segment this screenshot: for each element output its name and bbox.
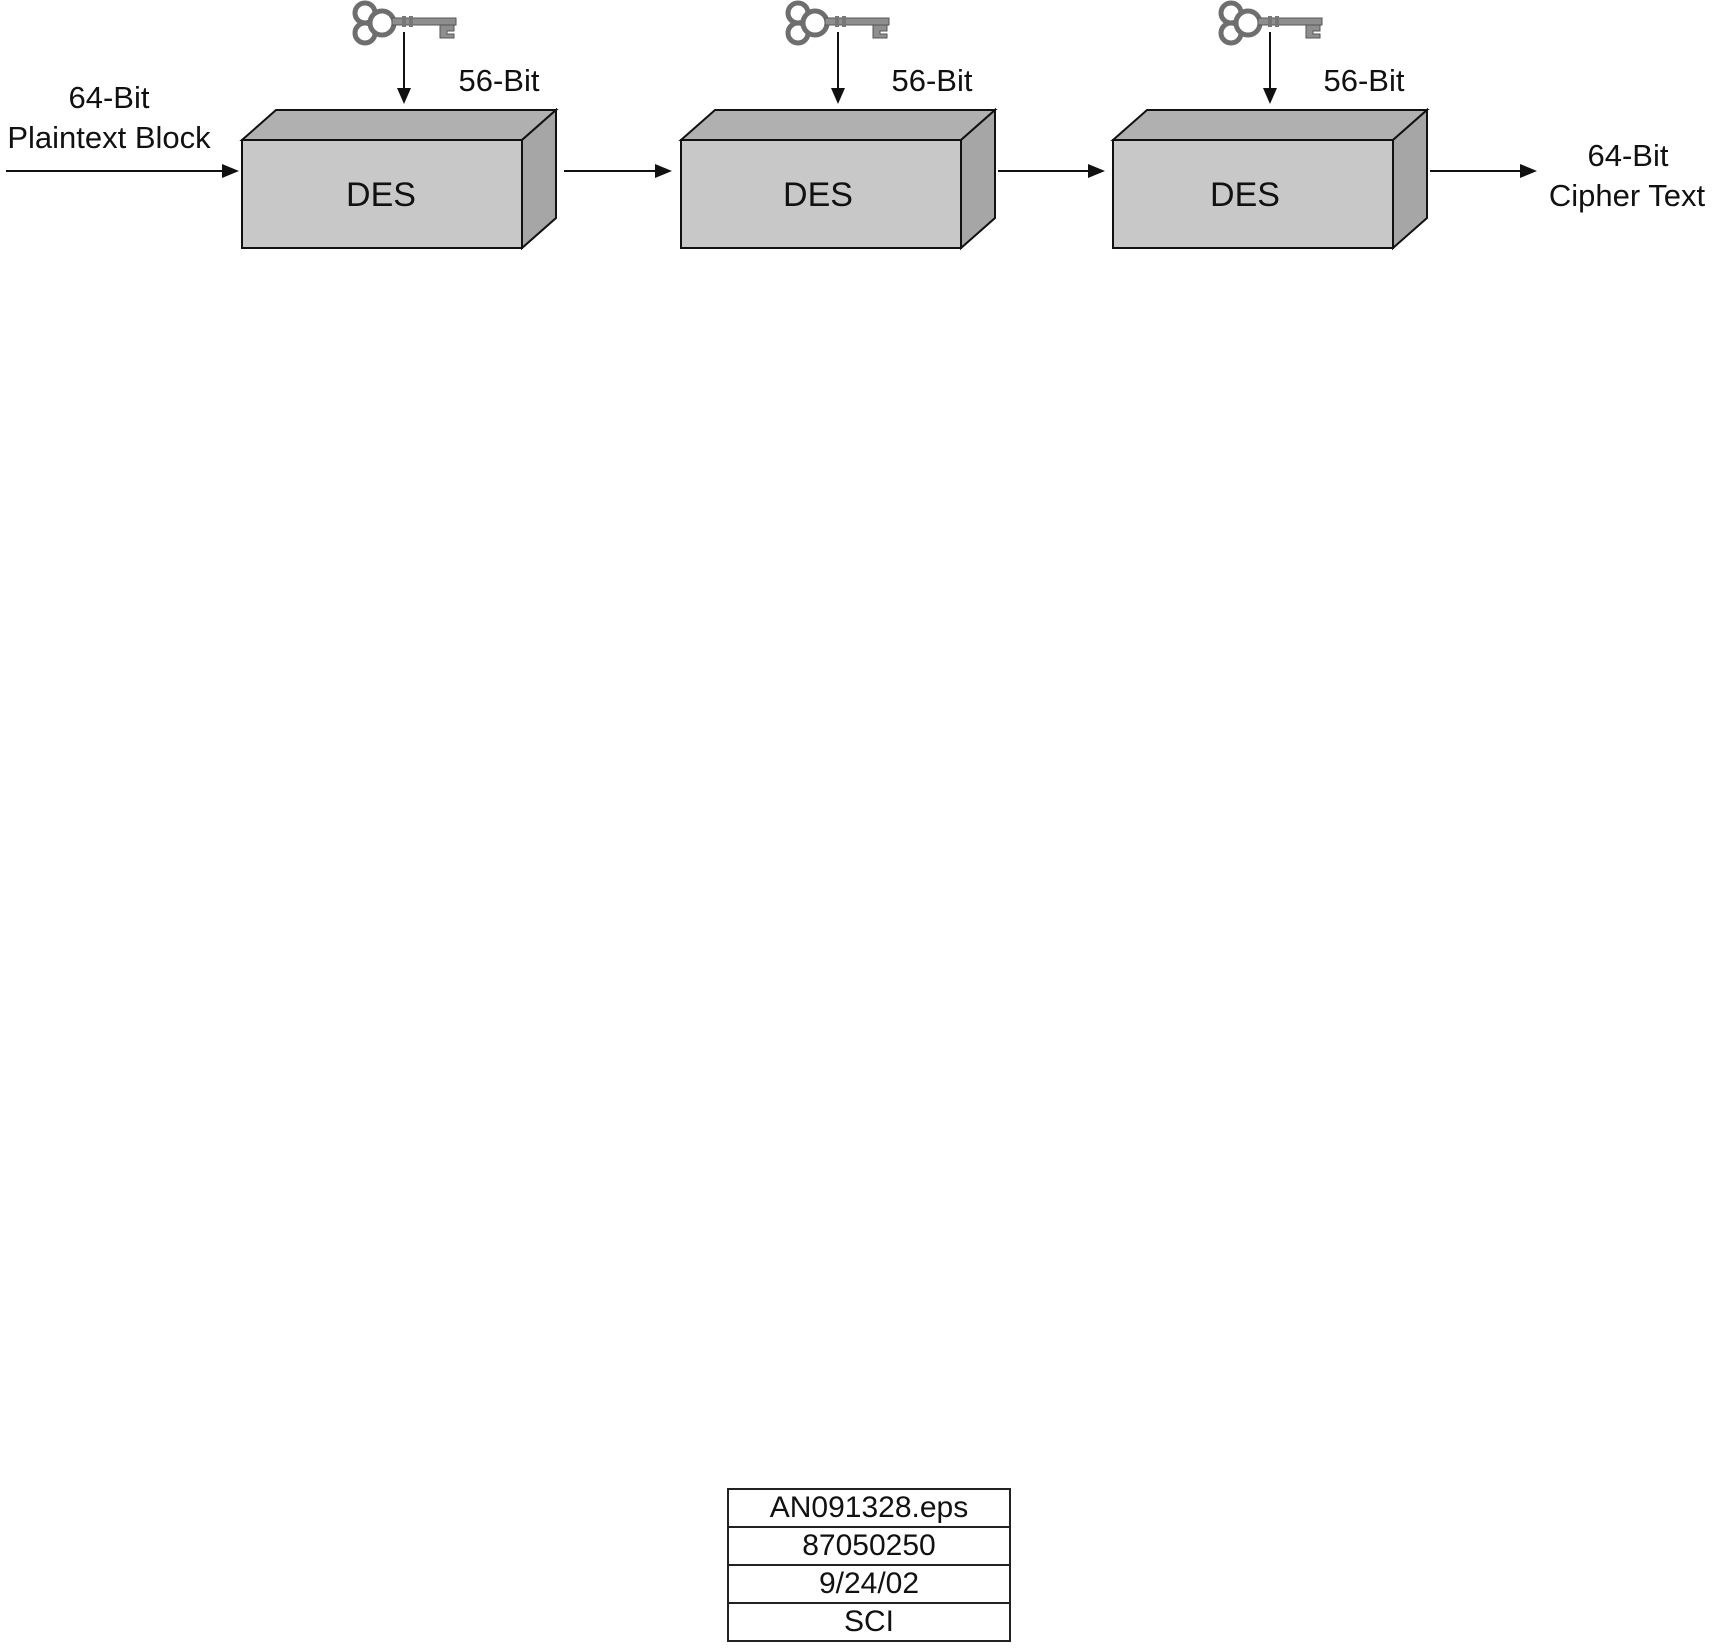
des-box: DES xyxy=(239,107,559,251)
output-arrow xyxy=(1430,164,1537,178)
file-date-cell: 9/24/02 xyxy=(727,1564,1011,1604)
des-stage-2: 56-Bit DES xyxy=(678,3,998,251)
key-arrow xyxy=(831,32,845,104)
input-label-line1: 64-Bit xyxy=(69,80,150,115)
des-stage-1: 56-Bit DES xyxy=(239,3,559,251)
des-box-label: DES xyxy=(346,176,416,214)
des-box: DES xyxy=(1110,107,1430,251)
key-size-label: 56-Bit xyxy=(459,63,540,98)
input-label-line2: Plaintext Block xyxy=(7,120,211,155)
key-arrow xyxy=(1263,32,1277,104)
stage-arrow-1 xyxy=(564,164,672,178)
input-arrow xyxy=(6,164,239,178)
file-name-cell: AN091328.eps xyxy=(727,1488,1011,1528)
file-number-cell: 87050250 xyxy=(727,1526,1011,1566)
des-box-label: DES xyxy=(1210,176,1280,214)
des-box-label: DES xyxy=(783,176,853,214)
key-size-label: 56-Bit xyxy=(892,63,973,98)
key-icon xyxy=(1221,3,1322,43)
output-label-line1: 64-Bit xyxy=(1588,138,1669,173)
des-stage-3: 56-Bit DES xyxy=(1110,3,1430,251)
key-arrow xyxy=(397,32,411,104)
key-icon xyxy=(355,3,456,43)
key-size-label: 56-Bit xyxy=(1324,63,1405,98)
stage-arrow-2 xyxy=(998,164,1105,178)
des-box: DES xyxy=(678,107,998,251)
file-info-table: AN091328.eps 87050250 9/24/02 SCI xyxy=(727,1488,1011,1642)
output-label-line2: Cipher Text xyxy=(1549,178,1706,213)
file-code-cell: SCI xyxy=(727,1602,1011,1642)
